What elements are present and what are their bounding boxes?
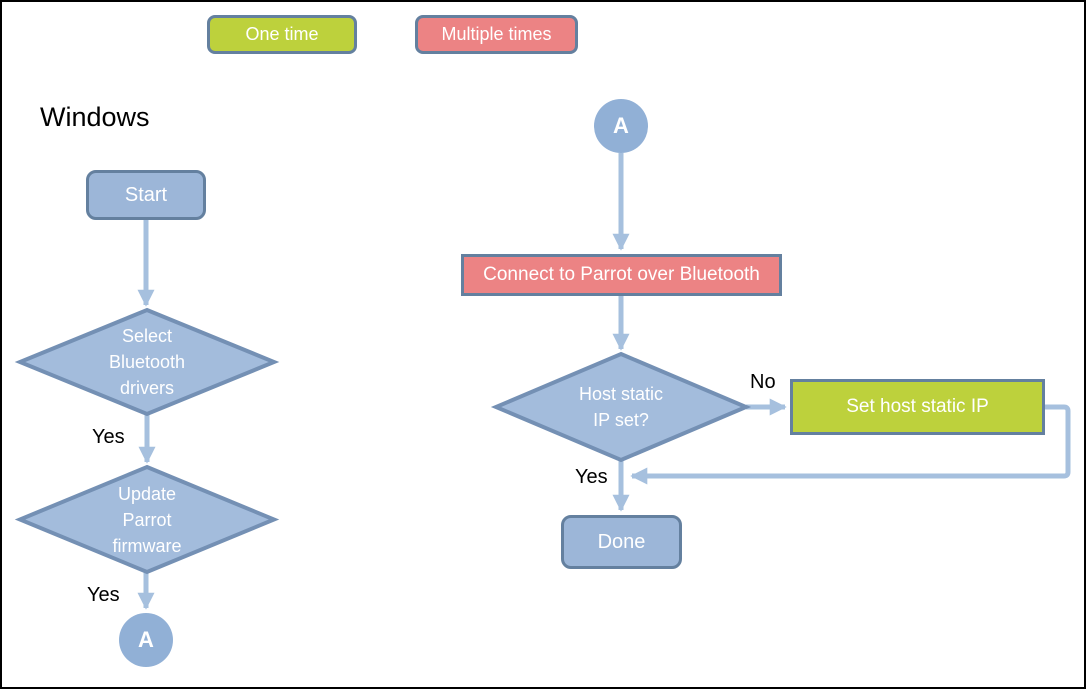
- connector-a-circle-right: [594, 99, 648, 153]
- connector-a-circle-left: [119, 613, 173, 667]
- edge-label-host-no: No: [750, 371, 776, 393]
- edge-label-select-yes: Yes: [92, 426, 125, 448]
- connector-a-left-label: A: [138, 627, 154, 652]
- diamond-update-parrot-firmware: [14, 464, 280, 575]
- legend-one-time: One time: [207, 15, 357, 54]
- node-connect-bluetooth-label: Connect to Parrot over Bluetooth: [483, 264, 760, 285]
- diamond-host-static-ip: [490, 351, 752, 463]
- diamond-update-label: Update Parrot firmware: [112, 484, 182, 556]
- section-title-windows: Windows: [40, 102, 150, 132]
- node-set-static-ip-label: Set host static IP: [846, 396, 989, 417]
- connector-a-right-label: A: [613, 113, 629, 138]
- edge-label-host-yes: Yes: [575, 466, 608, 488]
- legend-multiple-times: Multiple times: [415, 15, 578, 54]
- edge-setip-loop-back: [630, 404, 1071, 485]
- legend-one-time-label: One time: [245, 24, 319, 44]
- node-start: Start: [86, 170, 206, 220]
- node-start-label: Start: [124, 183, 168, 206]
- diamond-select-bluetooth-drivers: [14, 307, 280, 417]
- node-done: Done: [561, 515, 682, 569]
- node-done-label: Done: [597, 530, 646, 553]
- diamond-select-label: Select Bluetooth drivers: [108, 326, 186, 398]
- diamond-host-ip-label: Host static IP set?: [578, 384, 664, 430]
- legend-multiple-times-label: Multiple times: [441, 24, 552, 44]
- node-connect-bluetooth: Connect to Parrot over Bluetooth: [461, 254, 782, 296]
- node-set-static-ip: Set host static IP: [790, 379, 1045, 435]
- edge-label-update-yes: Yes: [87, 584, 120, 606]
